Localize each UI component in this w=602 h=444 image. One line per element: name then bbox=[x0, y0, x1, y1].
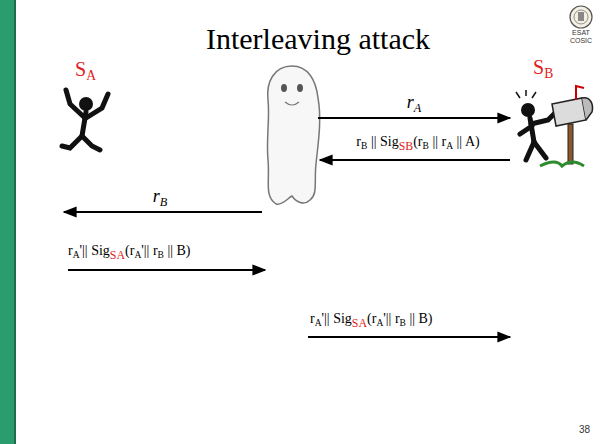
message-label: rA'|| SigSA(rA'|| rB || B) bbox=[68, 243, 191, 259]
slide-title: Interleaving attack bbox=[206, 22, 430, 57]
page-number: 38 bbox=[579, 424, 590, 436]
subscript: SA bbox=[110, 248, 125, 262]
subscript: B bbox=[400, 318, 406, 328]
subscript: A bbox=[446, 141, 453, 151]
subscript: A bbox=[414, 101, 421, 115]
message-label: rB || SigSB(rB || rA || A) bbox=[356, 134, 479, 150]
message-label: rA bbox=[407, 92, 422, 113]
subscript: A bbox=[376, 318, 383, 328]
side-bar-edge bbox=[14, 0, 16, 444]
principal-name: SA bbox=[75, 58, 96, 81]
subscript: SA bbox=[352, 316, 367, 330]
subscript: B bbox=[361, 141, 367, 151]
message-label: rA'|| SigSA(rA'|| rB || B) bbox=[310, 311, 433, 327]
mailbox-figure bbox=[516, 86, 593, 166]
subscript: A bbox=[134, 250, 141, 260]
subscript: B bbox=[544, 66, 553, 81]
message-arrows bbox=[64, 118, 510, 337]
subscript: B bbox=[158, 250, 164, 260]
ghost-figure bbox=[267, 66, 319, 204]
subscript: A bbox=[86, 68, 96, 83]
stick-figure bbox=[62, 90, 108, 150]
subscript: B bbox=[423, 141, 429, 151]
side-bar bbox=[0, 0, 14, 444]
subscript: B bbox=[160, 195, 167, 209]
principal-name: SB bbox=[533, 56, 553, 79]
logo-seal bbox=[570, 6, 592, 28]
subscript: SB bbox=[399, 139, 414, 153]
logo-text: ESAT COSIC bbox=[566, 29, 596, 45]
message-label: rB bbox=[153, 186, 168, 207]
subscript: A bbox=[315, 318, 322, 328]
subscript: A bbox=[73, 250, 80, 260]
